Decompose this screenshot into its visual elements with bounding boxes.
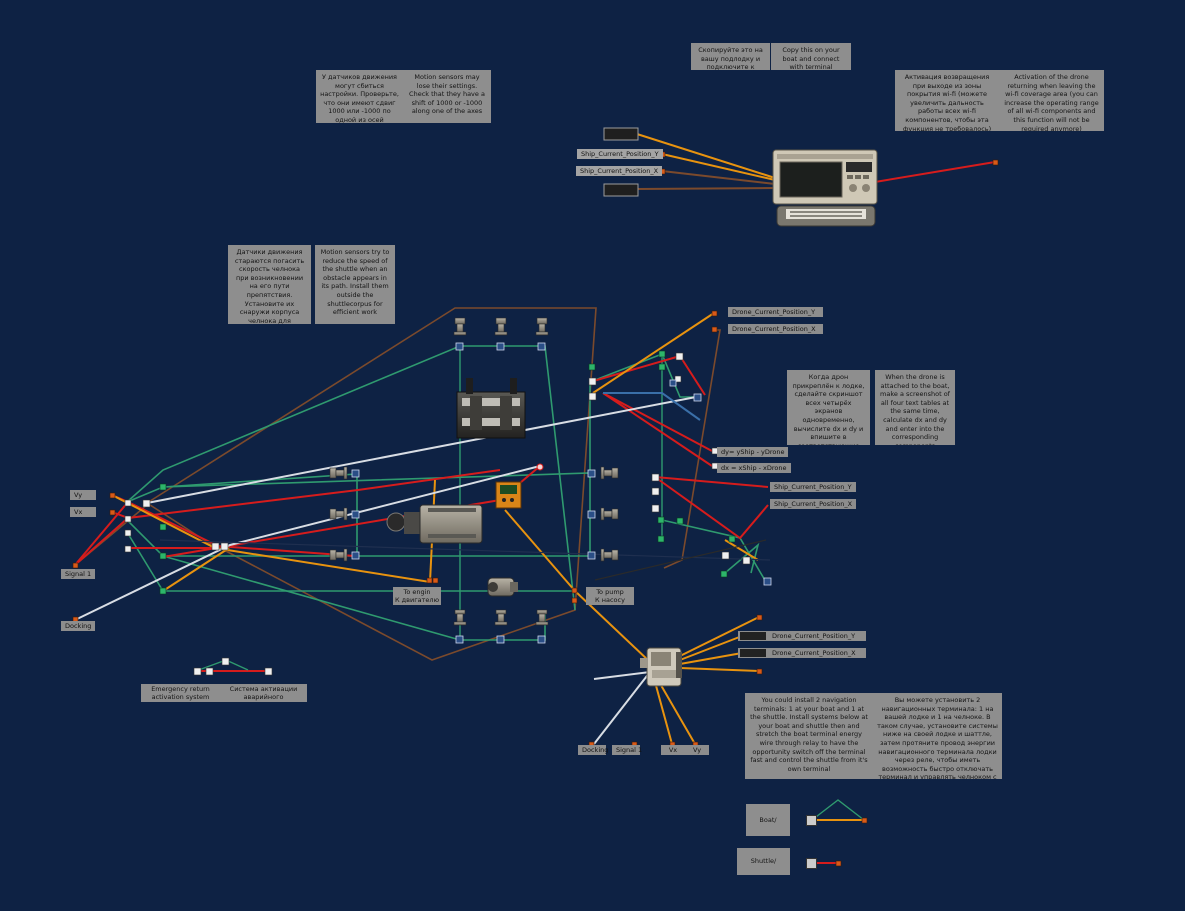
- wire: [589, 352, 696, 398]
- wire: [636, 133, 776, 179]
- note-sensors-try-ru: Датчики движения стараются погасить скор…: [228, 245, 311, 324]
- note-sensors-try-en: Motion sensors try to reduce the speed o…: [315, 245, 395, 324]
- wire: [654, 476, 769, 488]
- ship-x-label-mid: Ship_Current_Position_X: [770, 499, 857, 509]
- wire: [74, 500, 356, 566]
- vy-label-bottom: Vy: [685, 745, 709, 755]
- docking-label-left: Docking: [61, 621, 96, 631]
- wire: [592, 312, 715, 394]
- engine-icon[interactable]: [386, 504, 483, 544]
- engine-label: To engin К двигателю: [393, 587, 441, 605]
- wire: [146, 307, 597, 661]
- signal1-label-left: Signal 1: [61, 569, 96, 579]
- drone-x-label-mid: Drone_Current_Position_X: [728, 324, 823, 334]
- wire: [162, 547, 230, 592]
- wire: [654, 681, 673, 745]
- wire: [679, 635, 743, 661]
- navigation-terminal-icon[interactable]: [640, 647, 682, 687]
- dx-label: dx = xShip - xDrone: [717, 463, 791, 473]
- vy-label-left: Vy: [70, 490, 96, 500]
- wifi-component-icon[interactable]: [603, 127, 639, 197]
- wire: [594, 539, 767, 581]
- wire: [603, 392, 701, 421]
- ship-y-label-mid: Ship_Current_Position_Y: [770, 482, 856, 492]
- note-wifi-ru: Активация возвращения при выходе из зоны…: [895, 70, 999, 131]
- wire: [74, 465, 541, 621]
- drone-x-label-low: Drone_Current_Position_X: [738, 648, 866, 658]
- boat-label: Boat/Лодка: [746, 804, 790, 836]
- relay-icon[interactable]: [495, 481, 522, 509]
- note-wifi-en: Activation of the drone returning when l…: [999, 70, 1104, 131]
- wire: [602, 392, 713, 452]
- note-drone-attached-ru: Когда дрон прикреплён к лодке, сделайте …: [787, 370, 870, 445]
- note-drone-attached-en: When the drone is attached to the boat, …: [875, 370, 955, 445]
- wire: [593, 671, 651, 745]
- wire: [589, 355, 681, 383]
- shuttle-label: Shuttle/Челнок: [737, 848, 790, 875]
- wire: [811, 799, 865, 821]
- wire: [679, 616, 760, 657]
- signal1-label-bottom: Signal 1: [612, 745, 642, 755]
- wire: [679, 652, 743, 665]
- wire: [874, 161, 996, 183]
- note-copy-ru: Скопируйте это на вашу подлодку и подклю…: [691, 43, 770, 70]
- terminal-icon[interactable]: [772, 149, 878, 205]
- boat-system-icon[interactable]: [806, 815, 817, 826]
- note-copy-en: Copy this on your boat and connect with …: [771, 43, 851, 70]
- wire: [146, 396, 697, 504]
- ship-y-label-top: Ship_Current_Position_Y: [577, 149, 663, 159]
- keyboard-icon[interactable]: [776, 205, 876, 227]
- battery-icon[interactable]: [456, 378, 526, 439]
- docking-label-bottom: Docking: [578, 745, 608, 755]
- note-nav-en: You could install 2 navigation terminals…: [745, 693, 873, 779]
- note-sensors-lose-en: Motion sensors may lose their settings. …: [403, 70, 491, 123]
- wire: [724, 539, 759, 561]
- vx-label-left: Vx: [70, 507, 96, 517]
- emergency-label-en: Emergency return activation system: [141, 684, 220, 702]
- motion-sensor-icon[interactable]: [329, 317, 619, 626]
- vx-label-bottom: Vx: [661, 745, 685, 755]
- wire: [654, 476, 769, 540]
- shuttle-system-icon[interactable]: [806, 858, 817, 869]
- wire: [663, 329, 721, 569]
- wire: [162, 555, 546, 641]
- wire: [159, 539, 771, 561]
- note-sensors-lose-ru: У датчиков движения могут сбиться настро…: [316, 70, 403, 123]
- wire: [661, 153, 776, 181]
- wire: [74, 469, 501, 566]
- emergency-label-ru: Система активации аварийного возвращения: [220, 684, 307, 702]
- note-nav-ru: Вы можете установить 2 навигационных тер…: [873, 693, 1002, 779]
- drone-y-label-low: Drone_Current_Position_Y: [738, 631, 866, 641]
- wire: [724, 542, 760, 574]
- wire: [679, 667, 760, 672]
- wire: [679, 355, 706, 396]
- wire: [636, 187, 776, 190]
- pump-icon[interactable]: [487, 577, 518, 597]
- wire: [602, 392, 713, 467]
- drone-y-label-mid: Drone_Current_Position_Y: [728, 307, 823, 317]
- dy-label: dy= yShip - yDrone: [717, 447, 789, 457]
- wire: [661, 170, 776, 185]
- ship-x-label-top: Ship_Current_Position_X: [576, 166, 663, 176]
- wire: [593, 671, 651, 680]
- pump-label: To pump К насосу: [586, 587, 634, 605]
- wire: [504, 509, 576, 592]
- wire: [657, 679, 696, 745]
